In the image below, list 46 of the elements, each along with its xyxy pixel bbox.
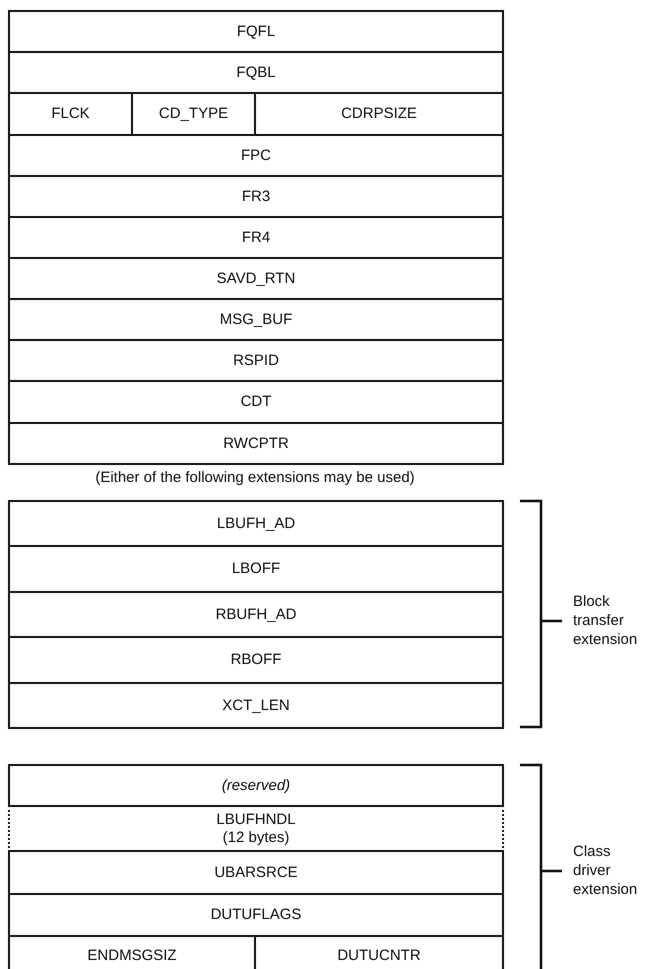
- note-text: (Either of the following extensions may be used): [94, 468, 416, 487]
- field-name: MSG_BUF: [220, 310, 292, 328]
- field-name: ENDMSGSIZ: [87, 946, 177, 964]
- register-field: [8, 422, 504, 465]
- register-field: [8, 339, 504, 382]
- register-field: [8, 500, 504, 547]
- field-name: FQFL: [236, 22, 276, 40]
- field-name: CDT: [240, 393, 272, 411]
- register-field: [8, 636, 504, 684]
- register-field: [8, 51, 504, 94]
- register-field: [8, 134, 504, 177]
- field-name: DUTUCNTR: [337, 946, 421, 964]
- field-name: FLCK: [51, 105, 90, 123]
- register-field: [8, 591, 504, 638]
- field-name: RBUFH_AD: [216, 606, 296, 624]
- register-field: [8, 216, 504, 259]
- field-name: LBUFHNDL: [216, 810, 296, 828]
- field-name: (reserved): [222, 776, 290, 794]
- register-field: [8, 380, 504, 424]
- register-field: [8, 298, 504, 341]
- field-name: FQBL: [236, 64, 276, 82]
- field-name: RBOFF: [230, 651, 282, 669]
- field-name: LBUFH_AD: [216, 514, 296, 532]
- field-name: UBARSRCE: [214, 864, 298, 882]
- field-name: LBOFF: [232, 560, 280, 578]
- field-name: FPC: [241, 146, 271, 164]
- field-name: CD_TYPE: [158, 105, 228, 123]
- register-field: [8, 175, 504, 218]
- register-field: [8, 682, 504, 729]
- register-field: [8, 545, 504, 593]
- field-name: FR3: [242, 188, 270, 206]
- field-name: DUTUFLAGS: [210, 906, 302, 924]
- field-name: RSPID: [233, 352, 279, 370]
- register-field: [8, 257, 504, 300]
- field-name: XCT_LEN: [222, 696, 290, 714]
- field-name: FR4: [242, 228, 270, 246]
- field-name: CDRPSIZE: [341, 105, 417, 123]
- field-name: RWCPTR: [223, 434, 289, 452]
- field-name: SAVD_RTN: [216, 270, 296, 288]
- bracket-label: Block transfer extension: [573, 592, 638, 649]
- field-name: (12 bytes): [222, 828, 290, 846]
- register-field: [8, 764, 504, 807]
- register-field: [8, 850, 504, 895]
- bracket-label: Class driver extension: [573, 842, 638, 899]
- register-field: [8, 893, 504, 937]
- register-field: [8, 10, 504, 53]
